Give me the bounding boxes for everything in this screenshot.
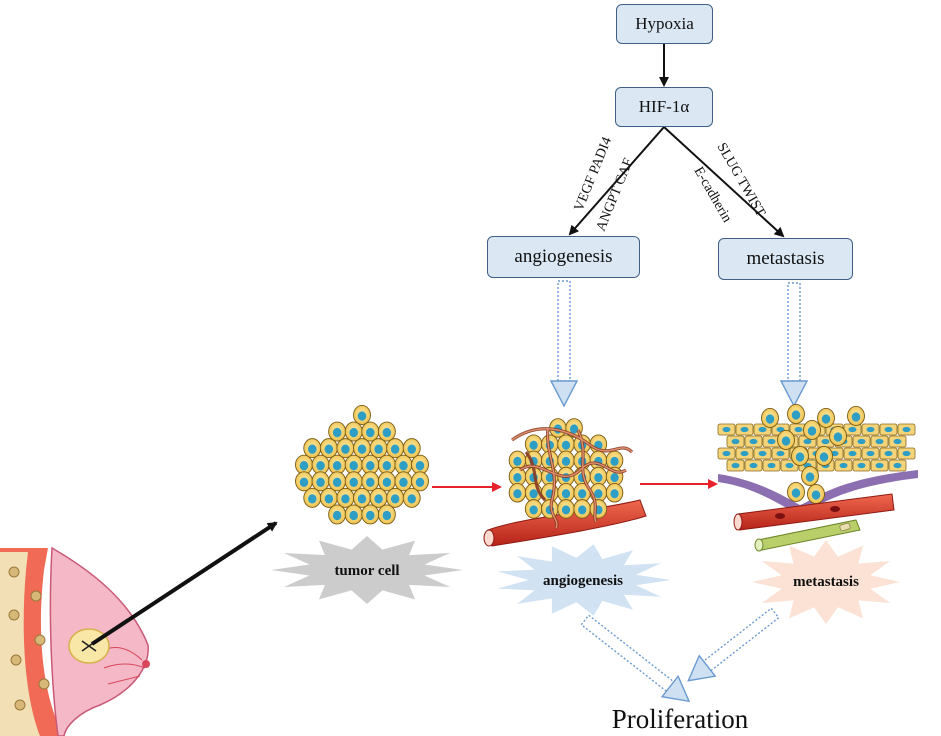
- dashed-arrow-angiogenesis-down: [549, 280, 579, 408]
- dashed-arrow-metastasis-to-proliferation: [687, 607, 780, 682]
- angiogenesis-illustration: [483, 418, 647, 547]
- node-metastasis: metastasis: [718, 238, 853, 280]
- node-hypoxia: Hypoxia: [616, 4, 713, 44]
- node-hif-1a-label: HIF-1α: [638, 97, 690, 116]
- badge-tumor-cell-label: tumor cell: [334, 563, 399, 579]
- arrow-breast-to-tumor: [90, 521, 278, 646]
- metastasis-illustration: [717, 404, 918, 552]
- node-angiogenesis-label: angiogenesis: [514, 246, 613, 267]
- dashed-arrow-angiogenesis-to-proliferation: [580, 614, 691, 703]
- node-hif-1a: HIF-1α: [615, 87, 713, 127]
- node-metastasis-label: metastasis: [746, 248, 825, 269]
- dashed-arrow-metastasis-down: [779, 282, 809, 408]
- badge-metastasis: metastasis: [752, 540, 900, 624]
- node-angiogenesis: angiogenesis: [487, 236, 640, 278]
- badge-metastasis-label: metastasis: [793, 574, 859, 590]
- badge-angiogenesis-label: angiogenesis: [543, 573, 623, 589]
- arrow-hif-to-angiogenesis: [568, 126, 665, 236]
- arrow-hif-to-metastasis: [663, 126, 785, 238]
- badge-tumor-cell: tumor cell: [271, 536, 463, 604]
- badge-angiogenesis: angiogenesis: [497, 544, 671, 616]
- proliferation-label: Proliferation: [611, 704, 749, 734]
- node-hypoxia-label: Hypoxia: [635, 14, 694, 33]
- breast-illustration: [0, 546, 150, 736]
- edge-label-e-cadherin: E-cadherin: [691, 165, 735, 226]
- tumor-cell-cluster: [295, 405, 429, 525]
